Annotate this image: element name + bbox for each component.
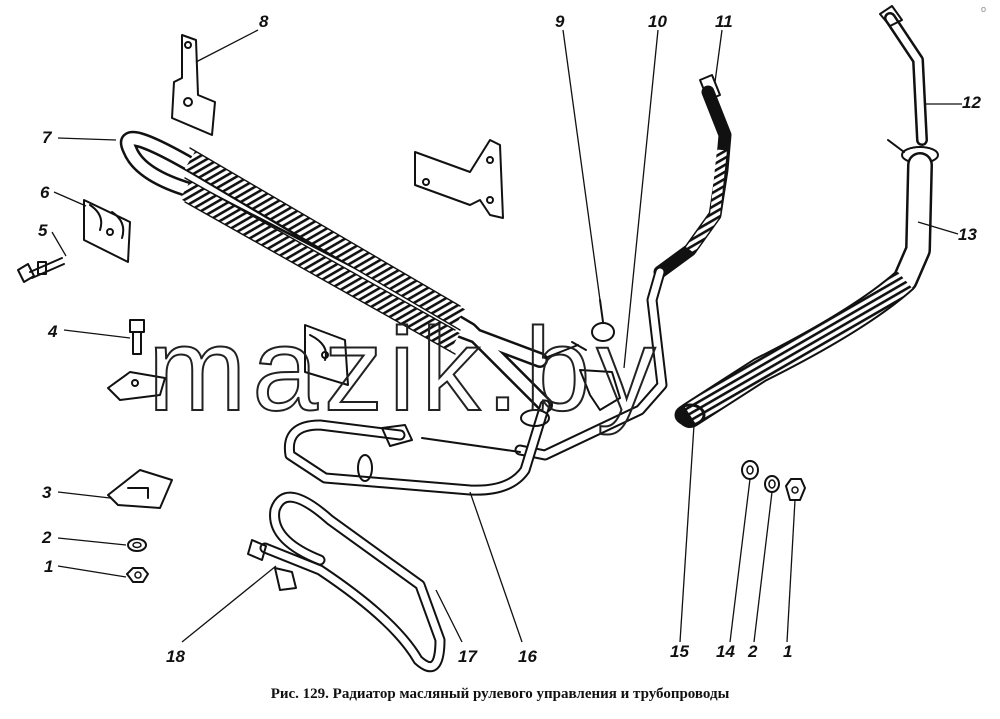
nut-1-right <box>785 478 806 501</box>
callout-14: 14 <box>716 642 735 661</box>
clamp-6 <box>83 199 131 263</box>
callout-9: 9 <box>555 12 565 31</box>
callout-1-left: 1 <box>44 557 53 576</box>
callout-10: 10 <box>648 12 667 31</box>
callout-7: 7 <box>42 128 53 147</box>
nut-1-left <box>126 567 149 583</box>
corner-mark: o <box>980 4 986 14</box>
plate-3 <box>107 469 173 509</box>
pipe-10 <box>514 266 668 461</box>
callout-3: 3 <box>42 483 52 502</box>
callout-17: 17 <box>458 647 478 666</box>
radiator-oil-cooler <box>119 130 553 413</box>
fitting-18 <box>247 539 297 591</box>
bracket-8 <box>171 34 216 136</box>
callout-15: 15 <box>670 642 689 661</box>
washer-2-right <box>764 475 780 493</box>
callout-2-right: 2 <box>747 642 758 661</box>
watermark: mazik.by <box>148 304 662 436</box>
pipe-16 <box>283 399 551 496</box>
hose-11 <box>653 74 732 279</box>
callout-18: 18 <box>166 647 185 666</box>
pipe-17 <box>259 491 446 673</box>
washer-14 <box>741 460 759 480</box>
leader-lines <box>51 29 962 643</box>
callout-1-right: 1 <box>783 642 792 661</box>
bolt-4 <box>129 319 145 355</box>
callout-6: 6 <box>40 183 50 202</box>
clamp-center <box>304 324 349 386</box>
callout-12: 12 <box>962 93 981 112</box>
callout-2-left: 2 <box>41 528 52 547</box>
callout-11: 11 <box>715 12 733 31</box>
callout-13: 13 <box>958 225 977 244</box>
clamp-plate <box>107 371 166 401</box>
clip-9 <box>544 299 621 411</box>
figure-caption: Рис. 129. Радиатор масляный рулевого упр… <box>270 686 730 702</box>
callout-4: 4 <box>47 322 58 341</box>
hose-13 <box>674 152 933 428</box>
callout-8: 8 <box>259 12 269 31</box>
washer-2-left <box>127 538 147 552</box>
bolt-5 <box>17 257 65 283</box>
pipe-12 <box>879 5 939 164</box>
callout-labels: 8 9 10 11 12 13 7 6 5 4 3 2 1 18 17 16 1… <box>38 12 981 666</box>
callout-5: 5 <box>38 221 48 240</box>
callout-16: 16 <box>518 647 537 666</box>
bracket-center <box>414 139 504 219</box>
